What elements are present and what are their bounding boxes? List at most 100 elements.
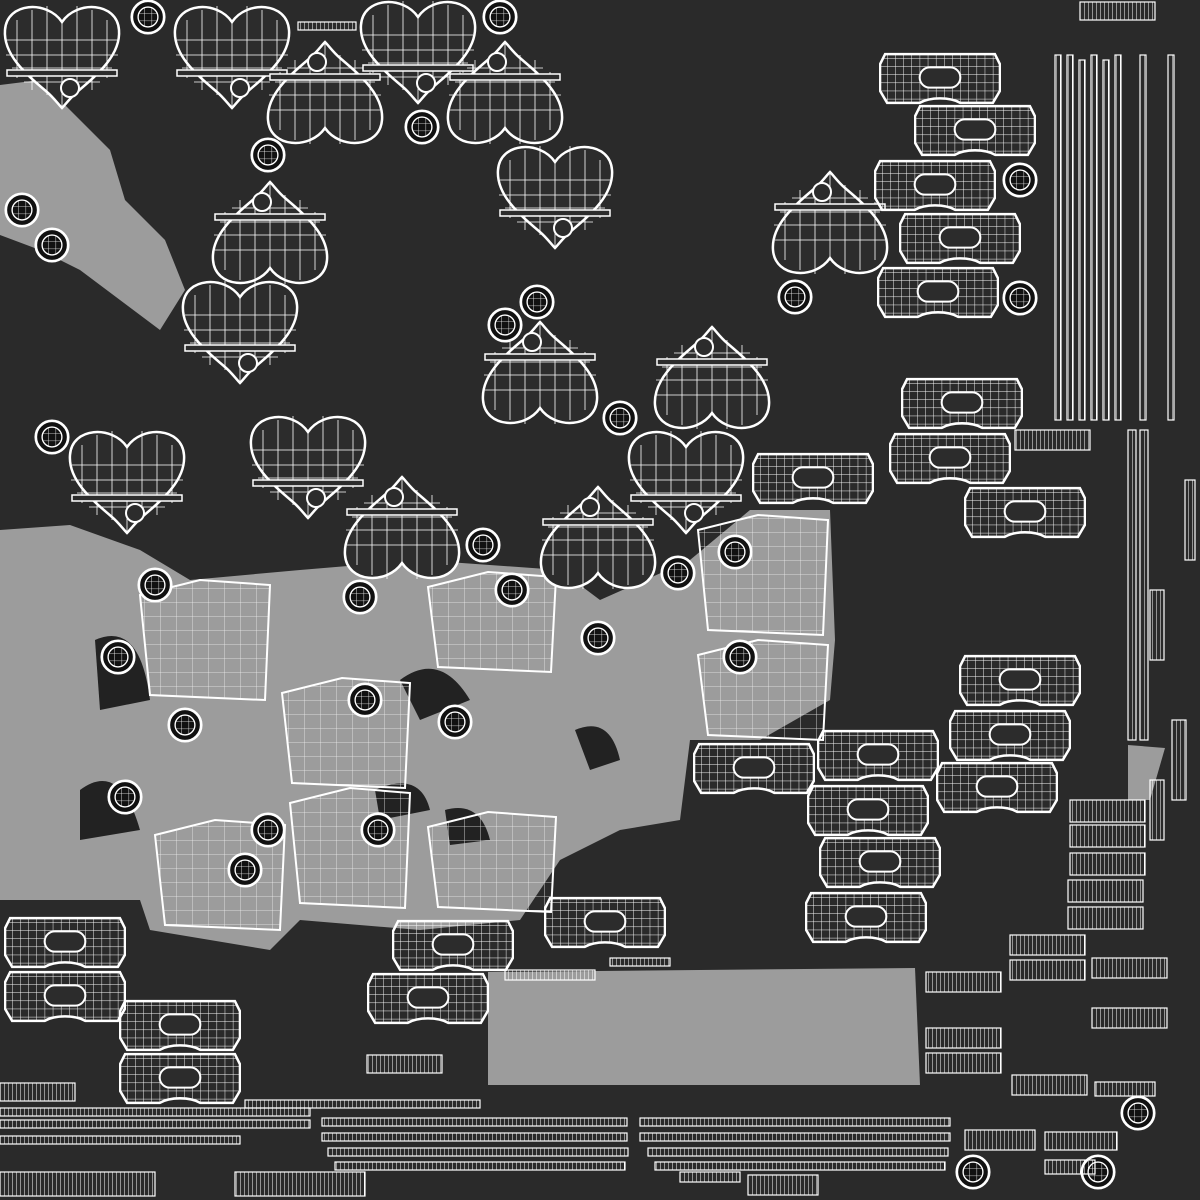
strip-shell bbox=[1044, 1159, 1096, 1175]
pad-shell bbox=[877, 266, 999, 319]
wireframe-block bbox=[280, 676, 412, 790]
strip-shell bbox=[1139, 54, 1147, 421]
wireframe-block bbox=[138, 578, 272, 702]
ball-shell bbox=[1120, 1095, 1156, 1131]
wireframe-block bbox=[696, 638, 830, 742]
strip-shell bbox=[1091, 1007, 1168, 1029]
strip-shell bbox=[1067, 879, 1144, 903]
ball-shell bbox=[227, 852, 263, 888]
strip-shell bbox=[1090, 54, 1098, 421]
strip-shell bbox=[964, 1129, 1036, 1151]
ball-shell bbox=[777, 279, 813, 315]
pad-shell bbox=[901, 377, 1023, 430]
ball-shell bbox=[404, 109, 440, 145]
strip-shell bbox=[1094, 1081, 1156, 1097]
strip-shell bbox=[639, 1117, 951, 1127]
wireframe-block bbox=[426, 810, 558, 914]
wireframe-block bbox=[288, 786, 412, 910]
pad-shell bbox=[889, 432, 1011, 485]
strip-shell bbox=[1069, 799, 1146, 823]
strip-shell bbox=[1139, 429, 1149, 741]
pad-shell bbox=[752, 452, 874, 505]
ball-shell bbox=[342, 579, 378, 615]
strip-shell bbox=[327, 1147, 629, 1157]
strip-shell bbox=[1066, 54, 1074, 421]
strip-shell bbox=[1014, 429, 1091, 451]
strip-shell bbox=[0, 1082, 76, 1102]
strip-shell bbox=[1067, 906, 1144, 930]
pad-shell bbox=[879, 52, 1001, 105]
pad-shell bbox=[119, 1052, 241, 1105]
strip-shell bbox=[1009, 934, 1086, 956]
strip-shell bbox=[1114, 54, 1122, 421]
strip-shell bbox=[321, 1132, 628, 1142]
strip-shell bbox=[297, 21, 357, 31]
strip-shell bbox=[1149, 589, 1165, 661]
pad-shell bbox=[914, 104, 1036, 157]
strip-shell bbox=[925, 1027, 1002, 1049]
pad-shell bbox=[959, 654, 1081, 707]
strip-shell bbox=[1149, 779, 1165, 841]
pad-shell bbox=[4, 970, 126, 1023]
strip-shell bbox=[366, 1054, 443, 1074]
wireframe-block bbox=[153, 818, 287, 932]
pad-shell bbox=[392, 919, 514, 972]
ball-shell bbox=[167, 707, 203, 743]
ball-shell bbox=[360, 812, 396, 848]
ball-shell bbox=[107, 779, 143, 815]
strip-shell bbox=[1079, 1, 1156, 21]
ball-shell bbox=[722, 639, 758, 675]
ball-shell bbox=[602, 400, 638, 436]
ball-shell bbox=[130, 0, 166, 35]
wireframe-block bbox=[426, 570, 558, 674]
strip-shell bbox=[1078, 59, 1086, 421]
strip-shell bbox=[504, 969, 596, 981]
strip-shell bbox=[925, 1052, 1002, 1074]
ball-shell bbox=[1002, 162, 1038, 198]
strip-shell bbox=[1102, 59, 1110, 421]
strip-shell bbox=[1127, 429, 1137, 741]
pad-shell bbox=[819, 836, 941, 889]
pad-shell bbox=[964, 486, 1086, 539]
ball-shell bbox=[100, 639, 136, 675]
strip-shell bbox=[679, 1171, 741, 1183]
ball-shell bbox=[482, 0, 518, 35]
pad-shell bbox=[817, 729, 939, 782]
ball-shell bbox=[465, 527, 501, 563]
strip-shell bbox=[1044, 1131, 1118, 1151]
pad-shell bbox=[805, 891, 927, 944]
strip-shell bbox=[0, 1171, 156, 1197]
strip-shell bbox=[609, 957, 671, 967]
strip-shell bbox=[234, 1171, 366, 1197]
ball-shell bbox=[955, 1154, 991, 1190]
pad-shell bbox=[936, 761, 1058, 814]
ball-shell bbox=[137, 567, 173, 603]
strip-shell bbox=[1171, 719, 1187, 801]
pad-shell bbox=[899, 212, 1021, 265]
ball-shell bbox=[437, 704, 473, 740]
strip-shell bbox=[1167, 54, 1175, 421]
strip-shell bbox=[0, 1107, 311, 1117]
ball-shell bbox=[660, 555, 696, 591]
strip-shell bbox=[654, 1161, 946, 1171]
ball-shell bbox=[580, 620, 616, 656]
ball-shell bbox=[34, 227, 70, 263]
strip-shell bbox=[334, 1161, 626, 1171]
ball-shell bbox=[347, 682, 383, 718]
strip-shell bbox=[647, 1147, 949, 1157]
ball-shell bbox=[250, 137, 286, 173]
strip-shell bbox=[244, 1099, 481, 1109]
ball-shell bbox=[717, 534, 753, 570]
strip-shell bbox=[0, 1135, 241, 1145]
strip-shell bbox=[1184, 479, 1196, 561]
pad-shell bbox=[119, 999, 241, 1052]
pad-shell bbox=[949, 709, 1071, 762]
strip-shell bbox=[925, 971, 1002, 993]
ball-shell bbox=[34, 419, 70, 455]
strip-shell bbox=[1069, 824, 1146, 848]
strip-shell bbox=[0, 1119, 311, 1129]
strip-shell bbox=[639, 1132, 951, 1142]
ball-shell bbox=[487, 307, 523, 343]
